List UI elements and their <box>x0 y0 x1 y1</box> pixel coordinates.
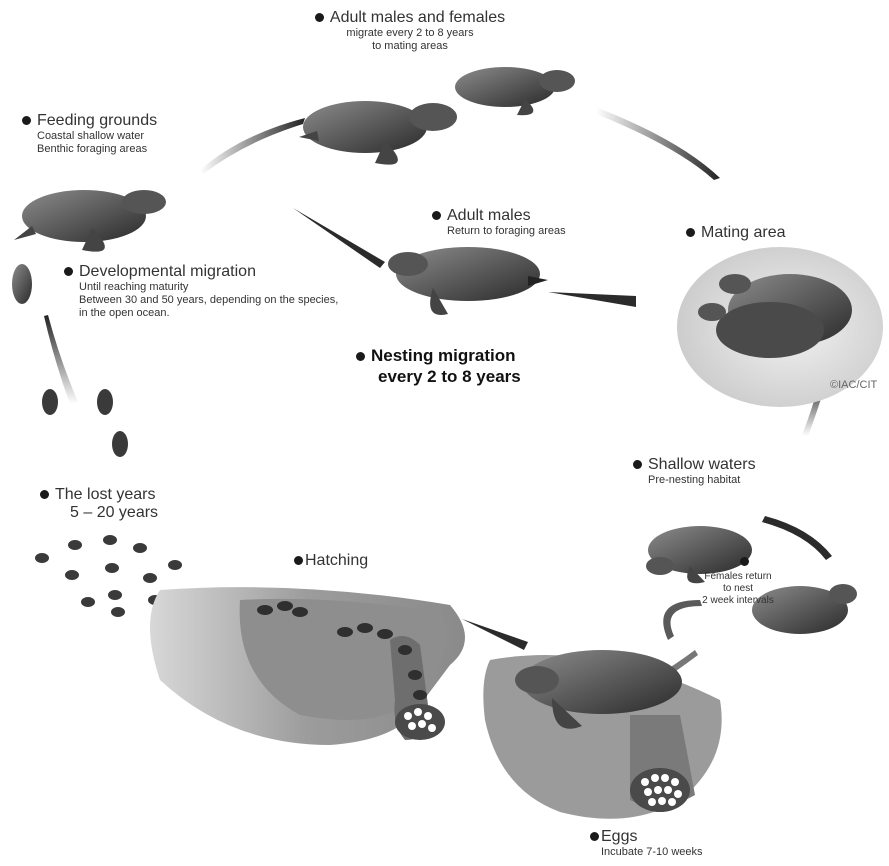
label-feeding-grounds: Feeding grounds Coastal shallow water Be… <box>22 112 157 156</box>
bullet-icon <box>64 267 73 276</box>
label-title: Eggs <box>601 828 637 845</box>
bullet-icon <box>686 228 695 237</box>
label-title: Hatching <box>305 552 368 569</box>
turtle-juvenile-left <box>12 264 32 304</box>
label-line: Coastal shallow water <box>37 130 157 143</box>
label-title: Shallow waters <box>648 456 756 473</box>
bullet-icon <box>432 211 441 220</box>
label-eggs: Eggs Incubate 7-10 weeks <box>590 828 703 859</box>
label-adult-males: Adult males Return to foraging areas <box>432 207 566 238</box>
arrow-hatching-to-nesting <box>462 619 528 650</box>
label-title: Developmental migration <box>79 263 256 280</box>
label-hatching: Hatching <box>294 552 368 570</box>
label-line: Benthic foraging areas <box>37 143 157 156</box>
label-females-return: Females return to nest 2 week intervals <box>688 553 788 607</box>
label-line: to nest <box>688 583 788 595</box>
label-developmental-migration: Developmental migration Until reaching m… <box>64 263 338 320</box>
label-title: Adult males and females <box>330 9 505 26</box>
credit-text: ©IAC/CIT <box>830 379 877 392</box>
label-line: Return to foraging areas <box>447 225 566 238</box>
nesting-beach <box>483 650 721 819</box>
label-lost-years: The lost years 5 – 20 years <box>40 486 158 522</box>
bullet-icon <box>22 116 31 125</box>
label-title: Nesting migration <box>371 346 516 365</box>
hatching-beach <box>150 587 465 745</box>
turtle-adult-1 <box>299 101 457 165</box>
turtle-adult-male <box>388 247 548 315</box>
label-line: in the open ocean. <box>79 307 338 320</box>
label-line: 2 week intervals <box>688 595 788 607</box>
label-line: Between 30 and 50 years, depending on th… <box>79 294 338 307</box>
label-line: Pre-nesting habitat <box>648 474 756 487</box>
arrow-feeding-to-adults <box>200 118 305 174</box>
arrow-males-to-feeding <box>293 208 385 268</box>
label-line: 5 – 20 years <box>70 504 158 522</box>
label-line: Until reaching maturity <box>79 281 338 294</box>
label-line: migrate every 2 to 8 years <box>300 27 520 40</box>
bullet-icon <box>40 490 49 499</box>
label-nesting-migration: Nesting migration every 2 to 8 years <box>356 345 521 387</box>
bullet-icon <box>356 352 365 361</box>
label-line: Females return <box>688 571 788 583</box>
bullet-icon <box>315 13 324 22</box>
label-line: every 2 to 8 years <box>378 366 521 387</box>
turtle-adult-2 <box>455 67 575 115</box>
bullet-icon <box>294 556 303 565</box>
label-title: Mating area <box>701 224 786 241</box>
label-title: Feeding grounds <box>37 112 157 129</box>
label-title: Adult males <box>447 207 531 224</box>
bullet-icon <box>633 460 642 469</box>
label-line: Incubate 7-10 weeks <box>601 846 703 859</box>
bullet-icon <box>590 832 599 841</box>
label-shallow-waters: Shallow waters Pre-nesting habitat <box>633 456 756 487</box>
arrow-mating-to-males <box>548 292 636 307</box>
arrow-adults-to-mating <box>596 108 720 180</box>
label-line: to mating areas <box>300 40 520 53</box>
turtle-feeding <box>14 190 166 252</box>
label-title: The lost years <box>55 486 155 503</box>
label-mating-area: Mating area <box>686 224 786 242</box>
label-adult-males-females: Adult males and females migrate every 2 … <box>300 9 520 53</box>
bullet-icon <box>740 557 749 566</box>
